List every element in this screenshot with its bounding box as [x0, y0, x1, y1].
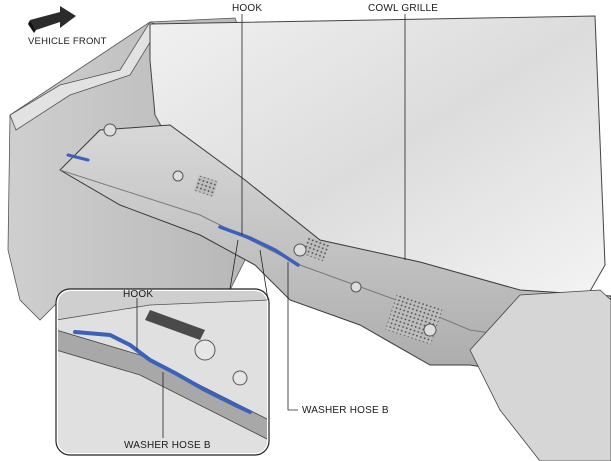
inset-clip: [232, 370, 248, 386]
cowl-grille-label: COWL GRILLE: [368, 3, 439, 14]
mounting-boss: [172, 170, 184, 182]
washer-hose-b-main: [218, 225, 300, 267]
mounting-boss: [350, 281, 362, 293]
right-fender: [469, 289, 611, 461]
inset-washer-hose: [73, 330, 252, 414]
mounting-boss: [103, 123, 117, 137]
vehicle-front-arrow-icon: [28, 6, 76, 33]
washer-hose-segment: [66, 153, 90, 162]
inset-connector: [229, 239, 269, 301]
inset-washer-hose-b-label: WASHER HOSE B: [124, 440, 211, 451]
inset-dark-strip: [145, 310, 205, 340]
inset-detail: [55, 288, 270, 456]
hook-label: HOOK: [232, 3, 263, 14]
vent-mesh: [194, 175, 218, 197]
inset-hook-label: HOOK: [123, 289, 154, 300]
mounting-boss: [423, 323, 437, 337]
mounting-boss: [293, 243, 307, 257]
vent-mesh: [302, 236, 330, 262]
inset-clip: [194, 339, 216, 361]
washer-hose-b-label: WASHER HOSE B: [302, 405, 389, 416]
vehicle-front-label: VEHICLE FRONT: [28, 36, 107, 47]
leader-washer-hose-main: [287, 262, 298, 411]
